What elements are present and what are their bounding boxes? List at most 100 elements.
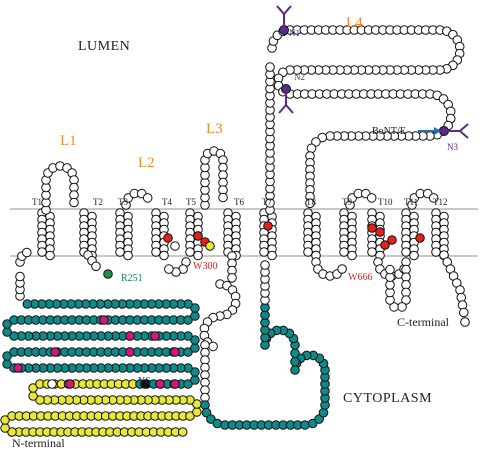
tm-label-1: T1	[32, 197, 42, 207]
residue-bead	[28, 391, 38, 401]
tm-label-6: T6	[234, 197, 244, 207]
tm-label-5: T5	[186, 197, 196, 207]
residue-bead	[142, 193, 153, 203]
residue-bead	[125, 347, 135, 357]
residue-bead	[159, 250, 169, 261]
residue-bead	[259, 247, 269, 257]
residue-bead	[460, 317, 470, 327]
residue-bead	[367, 223, 377, 233]
residue-bead	[431, 247, 441, 257]
residue-bead	[193, 231, 203, 241]
tm-label-2: T2	[93, 197, 103, 207]
residue-chain	[0, 25, 470, 437]
residue-bead	[290, 348, 300, 359]
residue-bead	[177, 427, 188, 437]
loop-label-4: L4	[346, 15, 363, 31]
residue-bead	[125, 331, 135, 341]
residue-bead	[45, 250, 55, 261]
residue-label-w666: W666	[348, 272, 372, 283]
residue-bead	[347, 250, 357, 261]
residue-bead	[306, 143, 317, 154]
residue-bead	[164, 264, 174, 274]
loop-label-3: L3	[206, 121, 223, 137]
glycan-branch	[283, 5, 292, 15]
residue-bead	[47, 379, 57, 389]
tm-label-4: T4	[162, 197, 172, 207]
residue-bead	[205, 241, 215, 251]
residue-bead	[190, 375, 200, 385]
residue-bead	[339, 247, 349, 257]
c-terminal-label: C-terminal	[397, 315, 450, 329]
tm-label-12: T12	[433, 197, 448, 207]
residue-bead	[314, 414, 324, 424]
residue-bead	[311, 137, 321, 147]
glycan-branch	[278, 104, 287, 114]
residue-bead	[192, 407, 202, 417]
residue-bead	[265, 62, 275, 72]
lumen-label: LUMEN	[78, 39, 130, 54]
residue-label-r251: R251	[121, 273, 143, 284]
residue-bead	[123, 250, 133, 261]
residue-bead	[65, 379, 75, 389]
residue-bead	[218, 192, 228, 203]
glycosylation-markers	[276, 5, 469, 139]
residue-bead	[50, 347, 60, 357]
residue-bead	[103, 269, 113, 279]
bont-arrow-head	[434, 127, 441, 135]
residue-bead	[305, 198, 315, 209]
glyco-label-n1: N1	[289, 28, 300, 38]
residue-bead	[201, 407, 212, 418]
loop-label-1: L1	[60, 133, 77, 149]
tm-label-8: T8	[306, 197, 316, 207]
residue-bead	[99, 315, 109, 325]
residue-bead	[115, 247, 125, 257]
residue-bead	[200, 400, 210, 410]
residue-bead	[212, 418, 223, 429]
residue-bead	[397, 302, 407, 312]
residue-bead	[170, 379, 180, 389]
residue-bead	[317, 132, 328, 143]
residue-bead	[459, 307, 469, 318]
residue-label-w300: W300	[193, 261, 217, 272]
glycan-branch	[459, 130, 469, 139]
residue-bead	[13, 363, 23, 373]
residue-bead	[2, 327, 12, 337]
residue-bead	[208, 341, 218, 352]
residue-bead	[380, 240, 390, 250]
residue-bead	[190, 343, 200, 353]
residue-bead	[325, 131, 335, 141]
residue-bead	[428, 193, 439, 203]
residue-bead	[267, 250, 277, 261]
residue-bead	[22, 299, 33, 309]
residue-bead	[387, 235, 397, 245]
residue-bead	[190, 311, 200, 321]
residue-bead	[15, 271, 25, 282]
residue-bead	[290, 356, 300, 367]
residue-bead	[375, 227, 385, 237]
residue-bead	[2, 359, 12, 369]
residue-bead	[366, 193, 377, 203]
tm-label-3: T3	[118, 197, 128, 207]
residue-bead	[91, 261, 101, 272]
residue-bead	[140, 379, 150, 389]
residue-bead	[409, 250, 419, 261]
residue-bead	[151, 247, 161, 257]
cytoplasm-label: CYTOPLASM	[343, 391, 432, 406]
residue-bead	[155, 379, 165, 389]
tm-label-11: T11	[404, 197, 418, 207]
residue-bead	[206, 414, 216, 424]
residue-bead	[318, 407, 329, 418]
tm-label-9: T9	[342, 197, 352, 207]
residue-bead	[385, 264, 395, 275]
n-terminal-label: N-terminal	[12, 436, 65, 450]
residue-bead	[307, 418, 318, 429]
residue-bead	[163, 233, 173, 243]
residue-bead	[290, 365, 300, 375]
residue-bead	[337, 264, 347, 274]
tm-label-7: T7	[262, 197, 272, 207]
residue-bead	[415, 233, 425, 243]
residue-bead	[227, 273, 237, 283]
residue-bead	[263, 221, 273, 231]
glycan-branch	[276, 5, 285, 15]
residue-bead	[303, 247, 313, 257]
